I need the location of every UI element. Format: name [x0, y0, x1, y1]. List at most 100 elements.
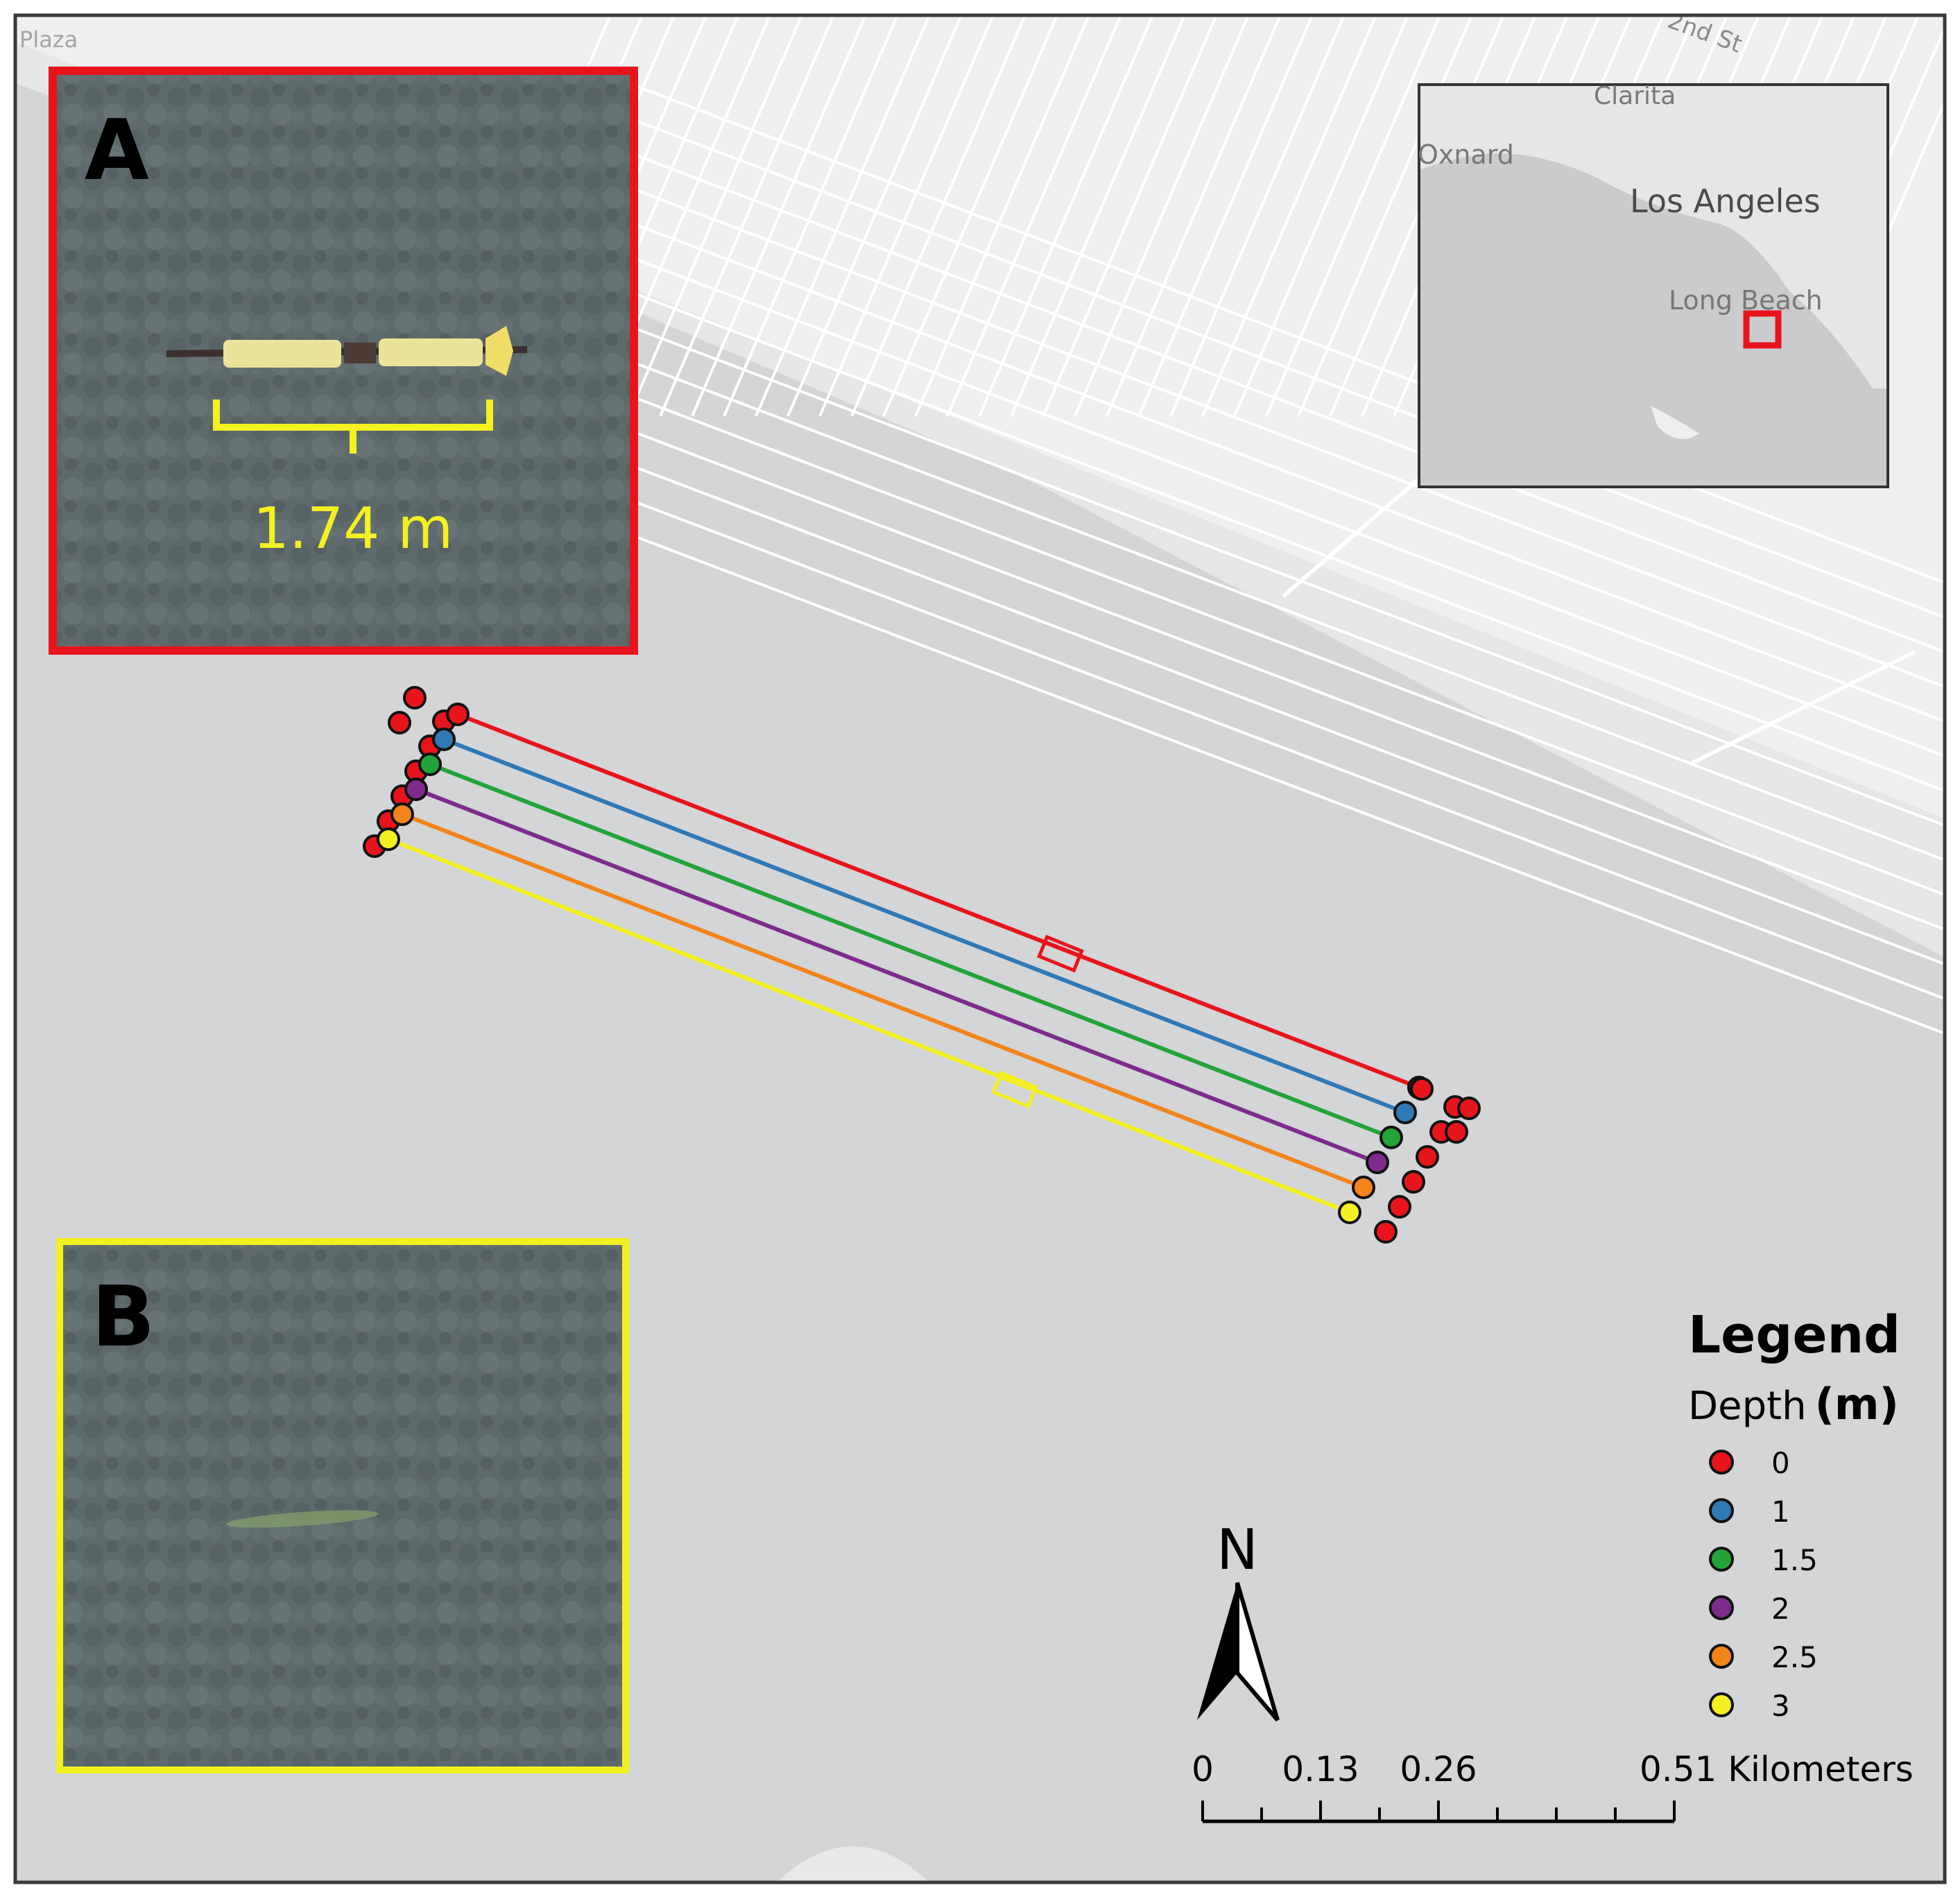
transect-line-2 [415, 787, 1379, 1165]
street [818, 15, 995, 417]
street [610, 456, 1945, 965]
transect-end-purple-dot [1366, 1151, 1389, 1174]
turn-point-marker [1374, 1220, 1398, 1244]
scale-bar: 0 0.13 0.26 0.51 Kilometers [1192, 1749, 1914, 1823]
scale-label-0: 0 [1192, 1749, 1214, 1789]
turn-point-marker [1388, 1195, 1411, 1219]
locator-frame [1418, 83, 1889, 488]
street [610, 144, 1945, 653]
bay-shape [777, 1846, 929, 1882]
scale-label-013: 0.13 [1282, 1749, 1359, 1789]
street [1201, 15, 1377, 417]
street [627, 15, 803, 417]
legend-label-0: 0 [1771, 1446, 1790, 1480]
transect-end-blue-dot [1393, 1101, 1417, 1124]
street [1137, 15, 1314, 417]
study-area-marker [1743, 310, 1782, 349]
legend-swatch-2.5 [1709, 1644, 1734, 1669]
turn-point-marker [1457, 1097, 1481, 1120]
street [1010, 15, 1186, 417]
locator-label-clarita: Clarita [1594, 82, 1676, 110]
legend-title: Legend [1688, 1305, 1900, 1365]
legend-label-2.5: 2.5 [1771, 1640, 1818, 1674]
transect-start-red-dot [446, 703, 470, 726]
transect-end-orange-dot [1352, 1176, 1375, 1199]
legend-label-1.5: 1.5 [1771, 1543, 1818, 1577]
street [946, 15, 1122, 417]
transect-start-green-dot [418, 753, 442, 776]
street [610, 387, 1945, 896]
north-arrow-left-half [1197, 1583, 1237, 1720]
transect-lines [387, 712, 1420, 1214]
measurement-label: 1.74 m [253, 496, 454, 562]
locator-label-oxnard: Oxnard [1418, 139, 1514, 170]
north-label: N [1217, 1518, 1258, 1582]
scale-label-051-km: 0.51 Kilometers [1640, 1749, 1914, 1789]
map-frame [13, 13, 1947, 1884]
transect-start-blue-dot [432, 728, 456, 751]
legend-subtitle: Depth(m) [1688, 1379, 1899, 1429]
photo-footprint-b [991, 1070, 1038, 1109]
inset-b-letter: B [92, 1269, 155, 1366]
street [1691, 650, 1916, 765]
locator-label-los-angeles: Los Angeles [1630, 182, 1821, 220]
inset-a-photo [53, 71, 634, 651]
north-arrow-right-half [1235, 1582, 1280, 1721]
inset-b: B [56, 1238, 629, 1773]
transect-line-1.5 [429, 762, 1393, 1140]
transect-line-0 [456, 712, 1420, 1090]
street [978, 15, 1154, 417]
street [610, 75, 1945, 584]
legend-swatch-1.5 [1709, 1547, 1734, 1572]
transect-end-yellow-dot [1338, 1201, 1361, 1224]
place-label-corner: Plaza [19, 26, 78, 53]
street [610, 526, 1945, 1035]
photo-footprint-a [1037, 934, 1084, 973]
legend-swatch-0 [1709, 1450, 1734, 1475]
street [1265, 15, 1441, 417]
street [610, 318, 1945, 827]
street [610, 110, 1945, 619]
turn-point-marker [388, 711, 411, 734]
inset-b-photo [60, 1241, 626, 1770]
locator-map: Clarita Oxnard Los Angeles Long Beach [1418, 82, 1889, 488]
street [1169, 15, 1346, 417]
street [610, 491, 1945, 1000]
street [723, 15, 899, 417]
turn-point-marker [1445, 1120, 1468, 1144]
inset-a-frame [49, 67, 638, 655]
street [610, 248, 1945, 757]
street [1233, 15, 1409, 417]
transect-end-green-dot [1379, 1126, 1403, 1149]
turn-point-marker [1416, 1145, 1439, 1169]
transect-endpoints [363, 686, 1481, 1244]
street [610, 179, 1945, 688]
transect-line-1 [442, 737, 1407, 1115]
inset-b-frame [56, 1238, 629, 1773]
street [610, 283, 1945, 792]
legend-items: 011.522.53 [1709, 1446, 1818, 1723]
street [610, 352, 1945, 861]
transect-start-purple-dot [404, 777, 428, 801]
inset-a-letter: A [85, 103, 149, 199]
legend-swatch-2 [1709, 1595, 1734, 1620]
turn-point-marker [403, 686, 427, 710]
legend-label-3: 3 [1771, 1689, 1790, 1723]
street [1329, 15, 1505, 417]
street [850, 15, 1026, 417]
turn-point-marker [1402, 1170, 1425, 1194]
transect-line-3 [387, 837, 1351, 1214]
turn-point-marker [1410, 1077, 1434, 1101]
glider-image [166, 326, 528, 376]
street [1074, 15, 1250, 417]
street [882, 15, 1058, 417]
north-arrow: N [1197, 1518, 1280, 1721]
scale-label-026: 0.26 [1400, 1749, 1477, 1789]
measurement-bracket [213, 399, 493, 454]
street [786, 15, 963, 417]
street [914, 15, 1090, 417]
street [610, 214, 1945, 723]
legend: Legend Depth(m) 011.522.53 [1688, 1305, 1900, 1723]
street [1042, 15, 1218, 417]
legend-swatch-3 [1709, 1692, 1734, 1717]
